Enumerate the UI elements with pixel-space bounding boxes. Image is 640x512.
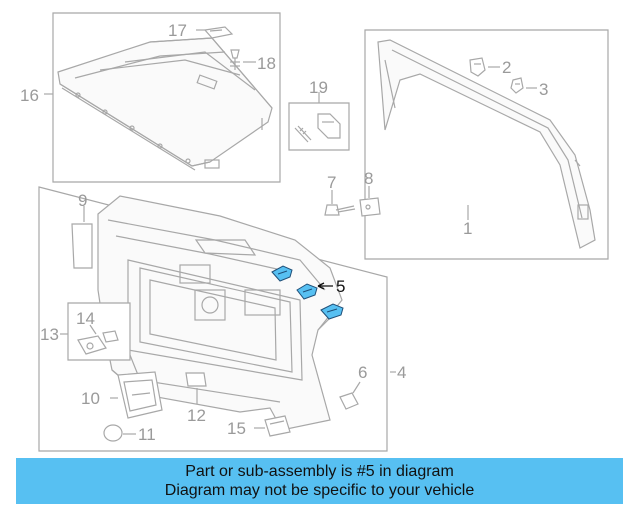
callout-3: 3 (539, 80, 548, 99)
callout-19: 19 (309, 78, 328, 97)
callout-1: 1 (463, 219, 472, 238)
part-5-clips[interactable] (271, 265, 344, 320)
callout-13: 13 (40, 325, 59, 344)
callout-10: 10 (81, 389, 100, 408)
callout-4: 4 (397, 363, 406, 382)
callout-7: 7 (327, 173, 336, 192)
caption-line-1: Part or sub-assembly is #5 in diagram (185, 463, 454, 480)
callout-9: 9 (78, 191, 87, 210)
callout-17: 17 (168, 21, 187, 40)
callout-6: 6 (358, 363, 367, 382)
callout-8: 8 (364, 169, 373, 188)
parts-diagram: 16 17 18 19 2 3 1 7 8 9 13 14 10 11 12 1… (20, 12, 609, 452)
callout-16: 16 (20, 86, 39, 105)
callout-15: 15 (227, 419, 246, 438)
box-19-bracket (288, 92, 350, 151)
callout-14: 14 (76, 309, 95, 328)
part-5-clip-a[interactable] (271, 265, 293, 282)
callout-18: 18 (257, 54, 276, 73)
box-1-frame-garnish (364, 29, 609, 260)
box-16-luggage-cover (44, 12, 281, 183)
callout-12: 12 (187, 406, 206, 425)
part-5-clip-c[interactable] (320, 303, 344, 320)
caption-line-2: Diagram may not be specific to your vehi… (164, 482, 475, 499)
callout-11: 11 (138, 425, 156, 444)
callout-5-arrow (317, 282, 333, 290)
box-4-tailgate-trim (38, 186, 396, 452)
fastener-7-8 (324, 186, 381, 217)
part-5-clip-b[interactable] (296, 283, 318, 300)
callout-5: 5 (336, 277, 345, 296)
info-caption-banner: Part or sub-assembly is #5 in diagram Di… (16, 458, 623, 504)
callout-2: 2 (502, 58, 511, 77)
